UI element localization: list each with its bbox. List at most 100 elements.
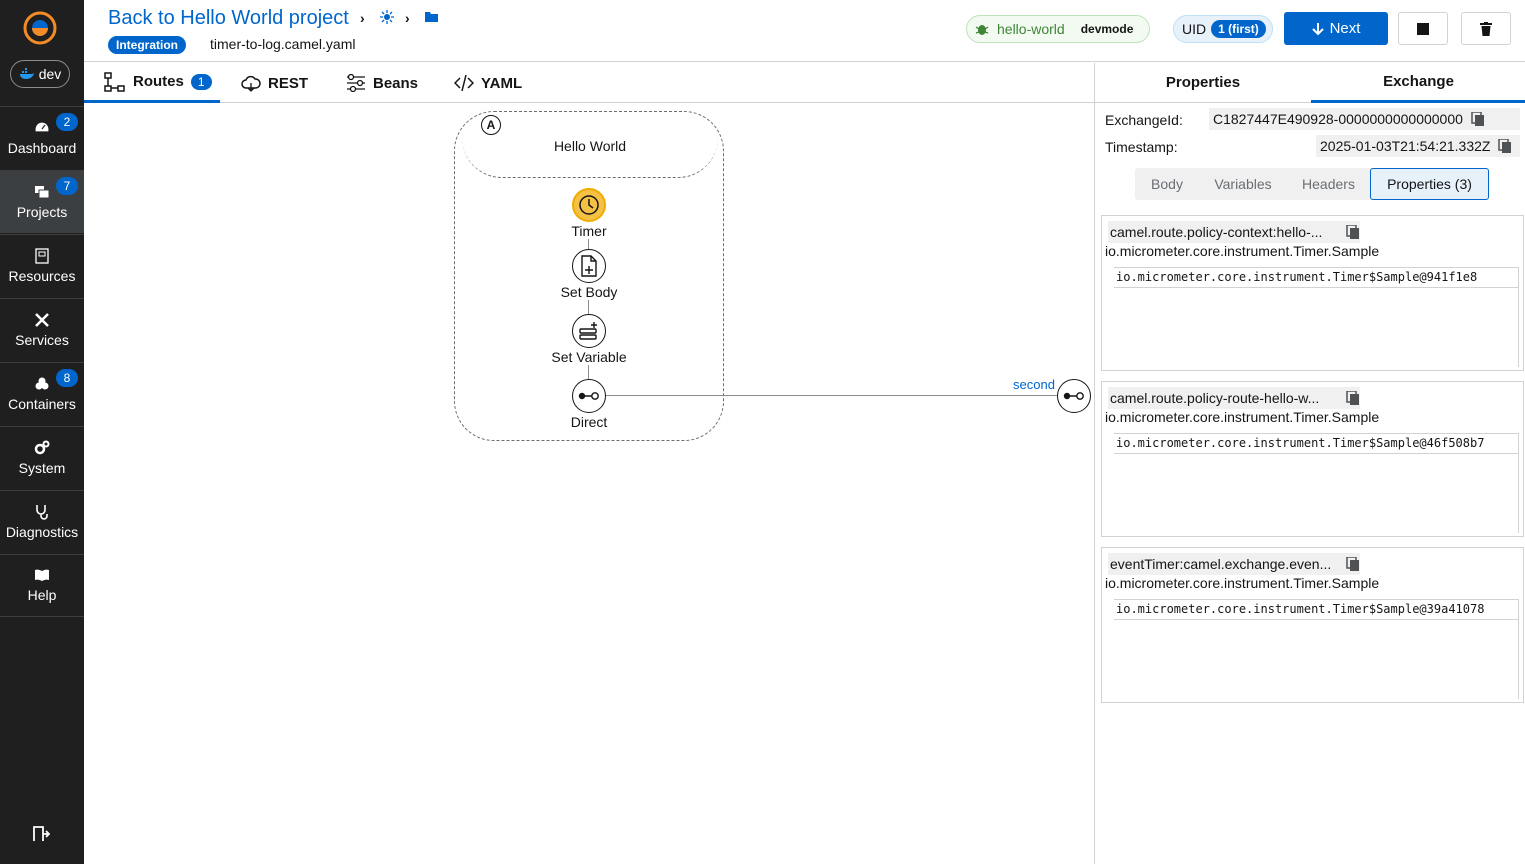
property-key-text: camel.route.policy-context:hello-...: [1110, 224, 1323, 240]
node-set-body[interactable]: [572, 249, 606, 283]
direct-connector-icon: [578, 392, 599, 400]
tab-label: YAML: [481, 74, 523, 92]
sidebar-item-services[interactable]: Services: [0, 298, 84, 361]
property-value-box[interactable]: io.micrometer.core.instrument.Timer$Samp…: [1114, 599, 1519, 699]
timestamp-value: 2025-01-03T21:54:21.332Z: [1320, 138, 1491, 154]
logout-icon[interactable]: [32, 825, 50, 843]
sidebar-item-containers[interactable]: Containers 8: [0, 362, 84, 425]
exchange-panel: Properties Exchange ExchangeId: C1827447…: [1094, 63, 1525, 864]
property-type: io.micrometer.core.instrument.Timer.Samp…: [1105, 409, 1380, 425]
clock-icon: [579, 195, 599, 215]
stop-button[interactable]: [1398, 12, 1448, 45]
node-label: Timer: [571, 223, 607, 239]
route-designer-canvas[interactable]: A Hello World Timer Set Body Set Variabl…: [84, 103, 1094, 864]
environment-label: dev: [38, 66, 62, 82]
sidebar-item-help[interactable]: Help: [0, 554, 84, 617]
integration-name: hello-world: [997, 21, 1065, 37]
nav-badge: 2: [56, 113, 78, 131]
sidebar-item-label: Containers: [8, 396, 76, 412]
edge: [588, 365, 589, 379]
property-value-box[interactable]: io.micrometer.core.instrument.Timer$Samp…: [1114, 267, 1519, 367]
exchange-id-label: ExchangeId:: [1105, 112, 1183, 128]
tab-beans[interactable]: Beans: [346, 63, 418, 103]
variable-add-icon: [579, 322, 597, 340]
tab-rest[interactable]: REST: [241, 63, 308, 103]
subtab-variables[interactable]: Variables: [1214, 176, 1272, 192]
sidebar-item-projects[interactable]: Projects 7: [0, 170, 84, 233]
back-to-project-link[interactable]: Back to Hello World project: [108, 7, 349, 29]
sidebar-item-resources[interactable]: Resources: [0, 234, 84, 297]
sidebar-item-dashboard[interactable]: Dashboard 2: [0, 106, 84, 169]
property-type: io.micrometer.core.instrument.Timer.Samp…: [1105, 575, 1380, 591]
environment-selector[interactable]: dev: [10, 60, 70, 88]
tab-exchange[interactable]: Exchange: [1311, 63, 1525, 103]
exchange-subtabs: Body Variables Headers Properties (3): [1135, 168, 1489, 200]
code-icon: [454, 74, 474, 92]
node-external-direct[interactable]: [1057, 379, 1091, 413]
designer-tabs: Routes 1 REST Beans YAML: [84, 63, 1094, 103]
node-label: Set Body: [560, 284, 618, 300]
property-card: camel.route.policy-context:hello-... io.…: [1101, 215, 1524, 371]
folder-open-icon[interactable]: [424, 9, 440, 25]
sliders-icon: [347, 74, 365, 92]
property-key: eventTimer:camel.exchange.even...: [1108, 553, 1360, 575]
routes-icon: [104, 71, 125, 92]
property-value: io.micrometer.core.instrument.Timer$Samp…: [1114, 434, 1518, 454]
edge: [588, 300, 589, 314]
tab-yaml[interactable]: YAML: [454, 63, 522, 103]
page-header: Back to Hello World project › › Integrat…: [84, 0, 1525, 62]
arrow-down-icon: [1311, 22, 1324, 35]
sidebar-item-system[interactable]: System: [0, 426, 84, 489]
node-timer[interactable]: [572, 188, 606, 222]
tab-label: Beans: [373, 74, 419, 92]
copy-icon[interactable]: [1346, 557, 1360, 571]
tab-label: REST: [268, 74, 309, 92]
sidebar-item-label: System: [18, 460, 66, 476]
resources-icon: [35, 248, 49, 264]
copy-icon[interactable]: [1346, 391, 1360, 405]
uid-chip[interactable]: UID 1 (first): [1173, 15, 1273, 43]
copy-icon[interactable]: [1346, 225, 1360, 239]
edge-label: second: [1013, 377, 1055, 392]
subtab-properties[interactable]: Properties (3): [1370, 168, 1489, 200]
tab-label: Routes: [133, 73, 184, 90]
route-header[interactable]: [462, 114, 718, 178]
tab-routes[interactable]: Routes 1: [84, 63, 220, 103]
sidebar-item-label: Services: [15, 332, 69, 348]
cloud-icon: [241, 75, 261, 92]
uid-count-badge: 1 (first): [1211, 20, 1266, 38]
subtab-headers[interactable]: Headers: [1302, 176, 1355, 192]
edge-to-direct: [605, 395, 1057, 396]
sidebar-item-label: Diagnostics: [5, 524, 79, 540]
route-group[interactable]: A Hello World: [454, 111, 724, 441]
containers-icon: [35, 377, 49, 390]
copy-icon[interactable]: [1471, 112, 1485, 126]
property-type: io.micrometer.core.instrument.Timer.Samp…: [1105, 243, 1380, 259]
next-button[interactable]: Next: [1284, 12, 1388, 45]
tab-properties[interactable]: Properties: [1095, 63, 1311, 103]
chevron-right-icon: ›: [405, 10, 410, 26]
subtab-body[interactable]: Body: [1151, 176, 1183, 192]
exchange-id-field: C1827447E490928-0000000000000000: [1209, 108, 1520, 130]
topology-icon[interactable]: [379, 9, 395, 25]
integration-tag: Integration: [108, 36, 186, 54]
chevron-right-icon: ›: [360, 10, 365, 26]
devmode-status-chip[interactable]: hello-world devmode: [966, 15, 1150, 43]
node-label: Direct: [570, 414, 608, 430]
book-icon: [35, 569, 49, 581]
node-direct[interactable]: [572, 379, 606, 413]
sidebar-item-diagnostics[interactable]: Diagnostics: [0, 490, 84, 553]
property-value: io.micrometer.core.instrument.Timer$Samp…: [1114, 268, 1518, 288]
trash-icon: [1480, 21, 1492, 36]
node-set-variable[interactable]: [572, 314, 606, 348]
app-logo-icon[interactable]: [22, 10, 58, 46]
sidebar-item-label: Dashboard: [7, 140, 77, 156]
direct-connector-icon: [1063, 392, 1084, 400]
exchange-id-value: C1827447E490928-0000000000000000: [1213, 111, 1463, 127]
file-add-icon: [581, 255, 597, 277]
delete-button[interactable]: [1461, 12, 1511, 45]
copy-icon[interactable]: [1498, 139, 1512, 153]
property-value-box[interactable]: io.micrometer.core.instrument.Timer$Samp…: [1114, 433, 1519, 533]
nav-badge: 8: [56, 369, 78, 387]
sidebar-item-label: Help: [27, 587, 57, 603]
